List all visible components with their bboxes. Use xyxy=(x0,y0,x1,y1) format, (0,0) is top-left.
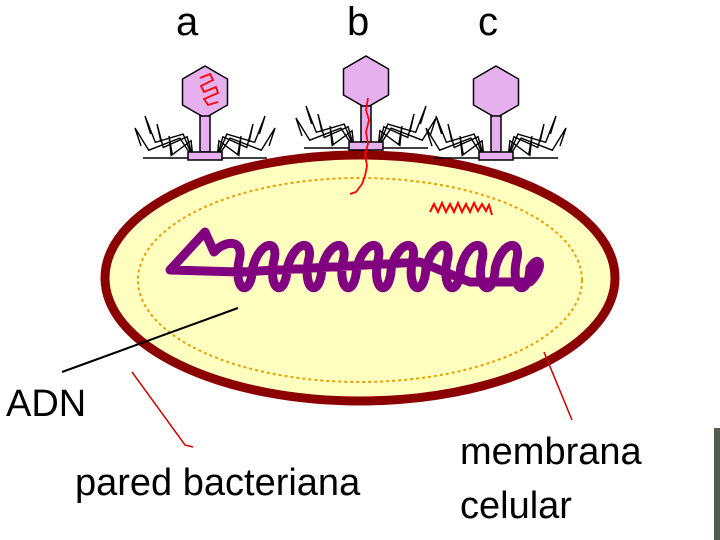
phage-c xyxy=(472,65,520,161)
cell-wall-pointer-line xyxy=(131,371,194,448)
tail-fiber xyxy=(295,117,355,149)
tail-fiber xyxy=(144,115,194,159)
tail-fiber xyxy=(459,135,485,159)
phage-baseplate xyxy=(478,151,514,161)
tail-fiber xyxy=(425,127,485,159)
phage-tail xyxy=(199,115,211,153)
edge-shadow xyxy=(714,428,720,540)
phage-dna xyxy=(349,97,370,195)
tail-fiber xyxy=(507,135,533,159)
dna-leader-line xyxy=(61,307,239,373)
phage-label-a: a xyxy=(176,0,199,44)
phage-tail-fibers xyxy=(134,105,567,159)
tail-fiber xyxy=(216,127,276,159)
tail-fiber xyxy=(377,125,403,149)
phage-label-b: b xyxy=(347,0,370,44)
tail-fiber xyxy=(317,113,355,149)
phage-head xyxy=(342,55,390,109)
membrane-pointer-line xyxy=(543,351,573,421)
phage-b xyxy=(342,55,390,195)
tail-fiber xyxy=(216,115,266,159)
cell-membrane xyxy=(137,177,583,383)
tail-fiber xyxy=(435,115,485,159)
bacterial-cell-wall xyxy=(100,150,620,406)
tail-fiber xyxy=(507,115,557,159)
tail-fiber xyxy=(329,125,355,149)
bacterial-dna xyxy=(165,227,544,293)
tail-fiber xyxy=(216,123,254,159)
tail-fiber xyxy=(156,123,194,159)
tail-fiber xyxy=(377,117,437,149)
tail-fiber xyxy=(134,127,194,159)
phage-a xyxy=(181,65,229,161)
tail-fiber xyxy=(216,135,242,159)
tail-fiber xyxy=(377,105,427,149)
phage-head xyxy=(472,65,520,119)
membrane-label-line2: celular xyxy=(460,485,572,527)
injected-phage-dna xyxy=(429,200,493,216)
tail-fiber xyxy=(507,123,545,159)
phage-label-c: c xyxy=(478,0,498,44)
tail-fiber xyxy=(305,105,355,149)
right-edge-strip xyxy=(712,0,720,540)
tail-fiber xyxy=(377,113,415,149)
phage-tail xyxy=(490,115,502,153)
dna-label: ADN xyxy=(6,383,87,425)
tail-fiber xyxy=(507,127,567,159)
tail-fiber xyxy=(168,135,194,159)
membrane-label-line1: membrana xyxy=(460,431,642,473)
phage-baseplate xyxy=(187,151,223,161)
cell-wall-label: pared bacteriana xyxy=(75,462,361,504)
phage-dna xyxy=(199,72,220,107)
tail-fiber xyxy=(447,123,485,159)
